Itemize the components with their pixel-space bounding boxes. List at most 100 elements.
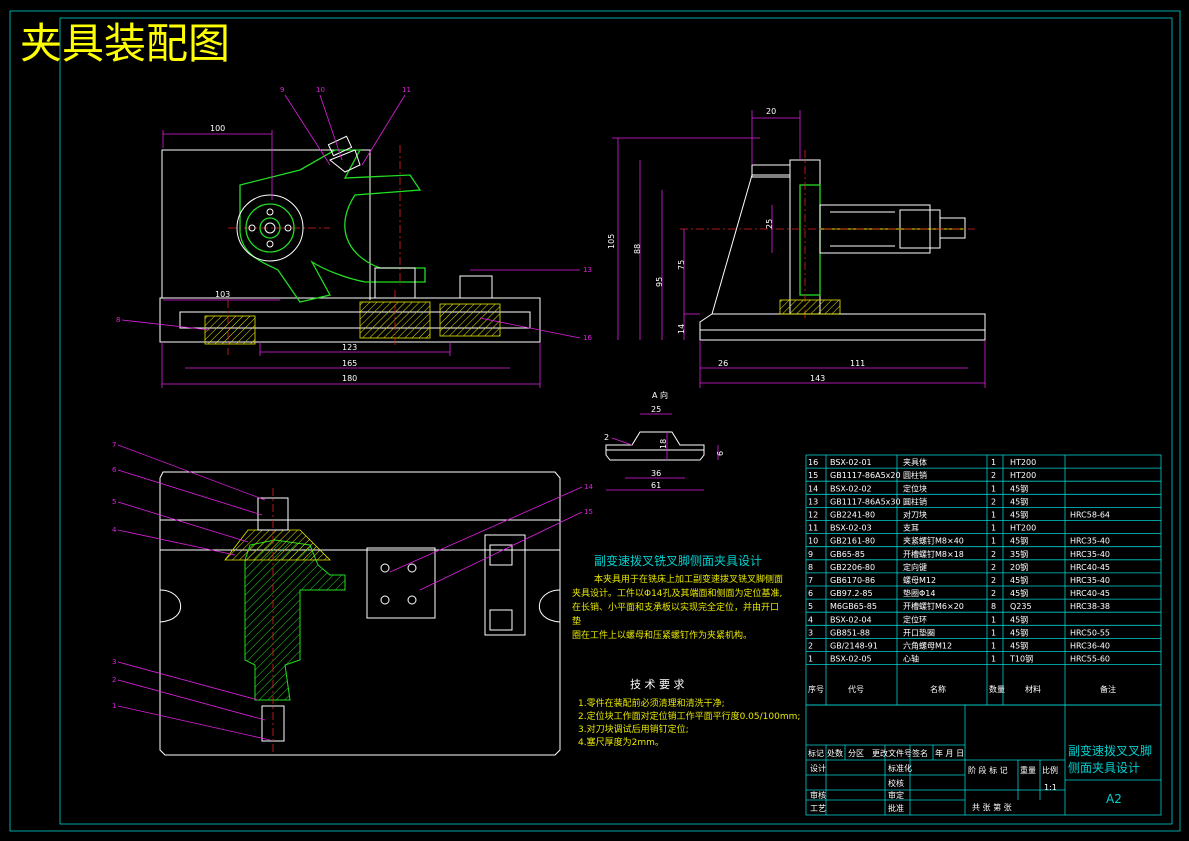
bom-cell-no: 6 bbox=[808, 589, 813, 598]
tb-scale: 1:1 bbox=[1044, 783, 1057, 792]
bom-cell-name: 六角螺母M12 bbox=[903, 641, 952, 651]
description: 副变速拨叉铣叉脚侧面夹具设计 本夹具用于在铣床上加工副变速拨叉铣叉脚侧面 夹具设… bbox=[572, 553, 783, 641]
bom-cell-no: 9 bbox=[808, 550, 813, 559]
bom-cell-note: HRC50-55 bbox=[1070, 628, 1110, 637]
callout-10: 10 bbox=[316, 86, 325, 94]
bom-cell-material: HT200 bbox=[1010, 471, 1036, 480]
side-dim-25: 25 bbox=[765, 219, 774, 229]
callout-6: 6 bbox=[112, 466, 117, 474]
description-line-2: 夹具设计。工件以Φ14孔及其端面和侧面为定位基准, bbox=[572, 587, 782, 599]
tech-item-1: 1.零件在装配前必须清理和清洗干净; bbox=[578, 697, 725, 709]
tb-scale-label: 比例 bbox=[1042, 765, 1058, 775]
bom-cell-material: T10钢 bbox=[1009, 654, 1033, 664]
bom-cell-material: 45钢 bbox=[1010, 641, 1028, 651]
bom-cell-name: 开口垫圈 bbox=[903, 627, 935, 637]
tb-weight: 重量 bbox=[1020, 765, 1036, 775]
tb-project-line-2: 侧面夹具设计 bbox=[1068, 761, 1140, 775]
bom-cell-note: HRC40-45 bbox=[1070, 589, 1110, 598]
bom-cell-no: 7 bbox=[808, 576, 813, 585]
front-dim-165: 165 bbox=[342, 359, 357, 368]
bom-cell-material: 45钢 bbox=[1010, 614, 1028, 624]
positioning-key bbox=[204, 315, 256, 345]
callout-9: 9 bbox=[280, 86, 284, 94]
description-line-3: 在长销、小平面和支承板以实现完全定位，并由开口 bbox=[572, 601, 779, 613]
side-dim-143: 143 bbox=[810, 374, 825, 383]
bom-cell-no: 14 bbox=[808, 484, 818, 493]
tb-approval: 批准 bbox=[888, 803, 904, 813]
bom-cell-qty: 2 bbox=[991, 497, 996, 506]
workpiece-fork bbox=[239, 149, 426, 303]
bom-cell-material: 35钢 bbox=[1010, 549, 1028, 559]
bom-cell-qty: 2 bbox=[991, 550, 996, 559]
bom-cell-name: 支耳 bbox=[903, 523, 919, 533]
bom-cell-name: 心轴 bbox=[903, 654, 919, 664]
plan-view: 7 6 5 4 3 2 1 14 15 bbox=[112, 441, 593, 756]
side-dim-75: 75 bbox=[677, 260, 686, 270]
bom-cell-no: 2 bbox=[808, 642, 813, 651]
outer-frame bbox=[9, 10, 1181, 832]
bom-cell-no: 3 bbox=[808, 628, 813, 637]
bom-cell-material: HT200 bbox=[1010, 524, 1036, 533]
bom-cell-code: GB/2148-91 bbox=[830, 642, 878, 651]
bom-cell-name: 开槽螺钉M8×18 bbox=[903, 549, 964, 559]
bom-cell-note: HRC35-40 bbox=[1070, 550, 1110, 559]
tech-item-2: 2.定位块工作面对定位销工作平面平行度0.05/100mm; bbox=[578, 710, 800, 722]
drawing-title: 夹具装配图 bbox=[20, 19, 230, 68]
bom-cell-qty: 1 bbox=[991, 642, 996, 651]
bom-cell-name: 垫圈Φ14 bbox=[903, 588, 935, 598]
callout-8: 8 bbox=[116, 316, 120, 324]
bom-cell-code: GB2206-80 bbox=[830, 563, 875, 572]
bom-cell-no: 8 bbox=[808, 563, 813, 572]
bom-cell-code: GB65-85 bbox=[830, 550, 865, 559]
bom-cell-qty: 1 bbox=[991, 458, 996, 467]
tb-sign: 签名 bbox=[912, 748, 928, 758]
bom-cell-material: 20钢 bbox=[1010, 562, 1028, 572]
description-line-5: 圈在工件上以螺母和压紧螺钉作为夹紧机构。 bbox=[572, 629, 752, 641]
bom-cell-qty: 1 bbox=[991, 511, 996, 520]
tb-doc-no: 更改文件号 bbox=[872, 748, 912, 758]
bom-cell-qty: 2 bbox=[991, 589, 996, 598]
tech-item-3: 3.对刀块调试后用销钉定位; bbox=[578, 723, 689, 735]
bom-cell-name: 圆柱销 bbox=[903, 470, 927, 480]
side-dim-111: 111 bbox=[850, 359, 865, 368]
bom-header-note: 备注 bbox=[1100, 684, 1116, 694]
bom-header-material: 材料 bbox=[1025, 684, 1041, 694]
bom-cell-note: HRC35-40 bbox=[1070, 576, 1110, 585]
bom-cell-no: 15 bbox=[808, 471, 818, 480]
bom-cell-qty: 2 bbox=[991, 563, 996, 572]
tb-mark: 标记 bbox=[808, 748, 824, 758]
bom-cell-code: GB1117-86A5x20 bbox=[830, 471, 901, 480]
clamp-screw bbox=[327, 135, 353, 157]
tb-date: 年 月 日 bbox=[935, 748, 964, 758]
callout-7: 7 bbox=[112, 441, 116, 449]
tech-item-4: 4.塞尺厚度为2mm。 bbox=[578, 736, 664, 748]
tb-design: 设计 bbox=[810, 763, 826, 773]
callout-13: 13 bbox=[583, 266, 592, 274]
bom-cell-material: 45钢 bbox=[1010, 536, 1028, 546]
bom-cell-note: HRC40-45 bbox=[1070, 563, 1110, 572]
bom-cell-qty: 1 bbox=[991, 628, 996, 637]
bom-cell-no: 11 bbox=[808, 524, 818, 533]
front-view: 100 103 123 165 180 9 10 11 13 8 16 bbox=[116, 86, 592, 388]
bom-cell-material: 45钢 bbox=[1010, 575, 1028, 585]
bom-cell-code: GB2161-80 bbox=[830, 537, 875, 546]
callout-5: 5 bbox=[112, 498, 116, 506]
bom-cell-code: BSX-02-02 bbox=[830, 484, 872, 493]
cutter-setting-block bbox=[366, 547, 436, 619]
bom-cell-material: Q235 bbox=[1010, 602, 1032, 611]
bom-cell-no: 10 bbox=[808, 537, 818, 546]
front-dim-103: 103 bbox=[215, 290, 230, 299]
bom-cell-note: HRC58-64 bbox=[1070, 511, 1110, 520]
tb-check: 校核 bbox=[888, 778, 904, 788]
bom-cell-no: 1 bbox=[808, 655, 813, 664]
bom-cell-code: BSX-02-05 bbox=[830, 655, 872, 664]
tb-approve: 审定 bbox=[888, 790, 904, 800]
bom-cell-code: GB2241-80 bbox=[830, 511, 875, 520]
bom-cell-name: 对刀块 bbox=[903, 510, 927, 520]
detail-a-label: A 向 bbox=[652, 390, 668, 400]
bom-header-name: 名称 bbox=[930, 684, 946, 694]
callout-1: 1 bbox=[112, 702, 116, 710]
title-block: 标记 处数 分区 更改文件号 签名 年 月 日 设计 标准化 校核 审核 审定 … bbox=[805, 704, 1162, 816]
side-dim-105: 105 bbox=[607, 234, 616, 249]
